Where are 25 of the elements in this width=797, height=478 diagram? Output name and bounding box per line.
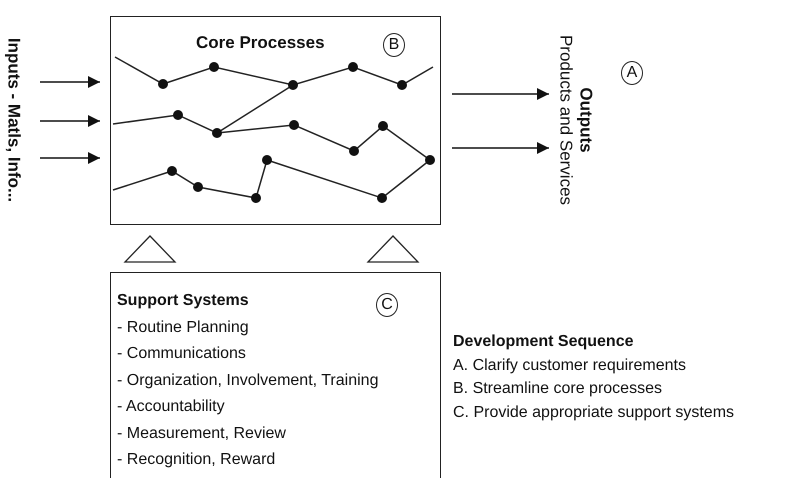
support-box [110,272,441,478]
arrow [40,115,100,127]
arrow [40,76,100,88]
sequence-heading: Development Sequence [453,334,634,350]
box-title: Core Processes [196,34,325,51]
list-item: - Routine Planning [117,320,249,336]
process-box [110,16,441,225]
arrow [452,142,549,154]
list-heading: Support Systems [117,293,249,309]
output-label: Products and Services [558,34,574,206]
callout-letter: B [383,33,405,57]
input-label: Inputs - Matls, Info... [6,38,22,202]
list-item: - Measurement, Review [117,426,286,442]
sequence-step: B. Streamline core processes [453,381,662,397]
list-item: - Communications [117,346,246,362]
callout-letter: A [621,61,643,85]
sequence-step: A. Clarify customer requirements [453,358,686,374]
arrow [40,152,100,164]
sequence-step: C. Provide appropriate support systems [453,404,734,420]
callout-letter: C [376,293,398,317]
list-item: - Organization, Involvement, Training [117,372,378,388]
output-label: Outputs [578,87,594,153]
list-item: - Accountability [117,399,225,415]
arrow [452,88,549,100]
list-item: - Recognition, Reward [117,452,276,468]
